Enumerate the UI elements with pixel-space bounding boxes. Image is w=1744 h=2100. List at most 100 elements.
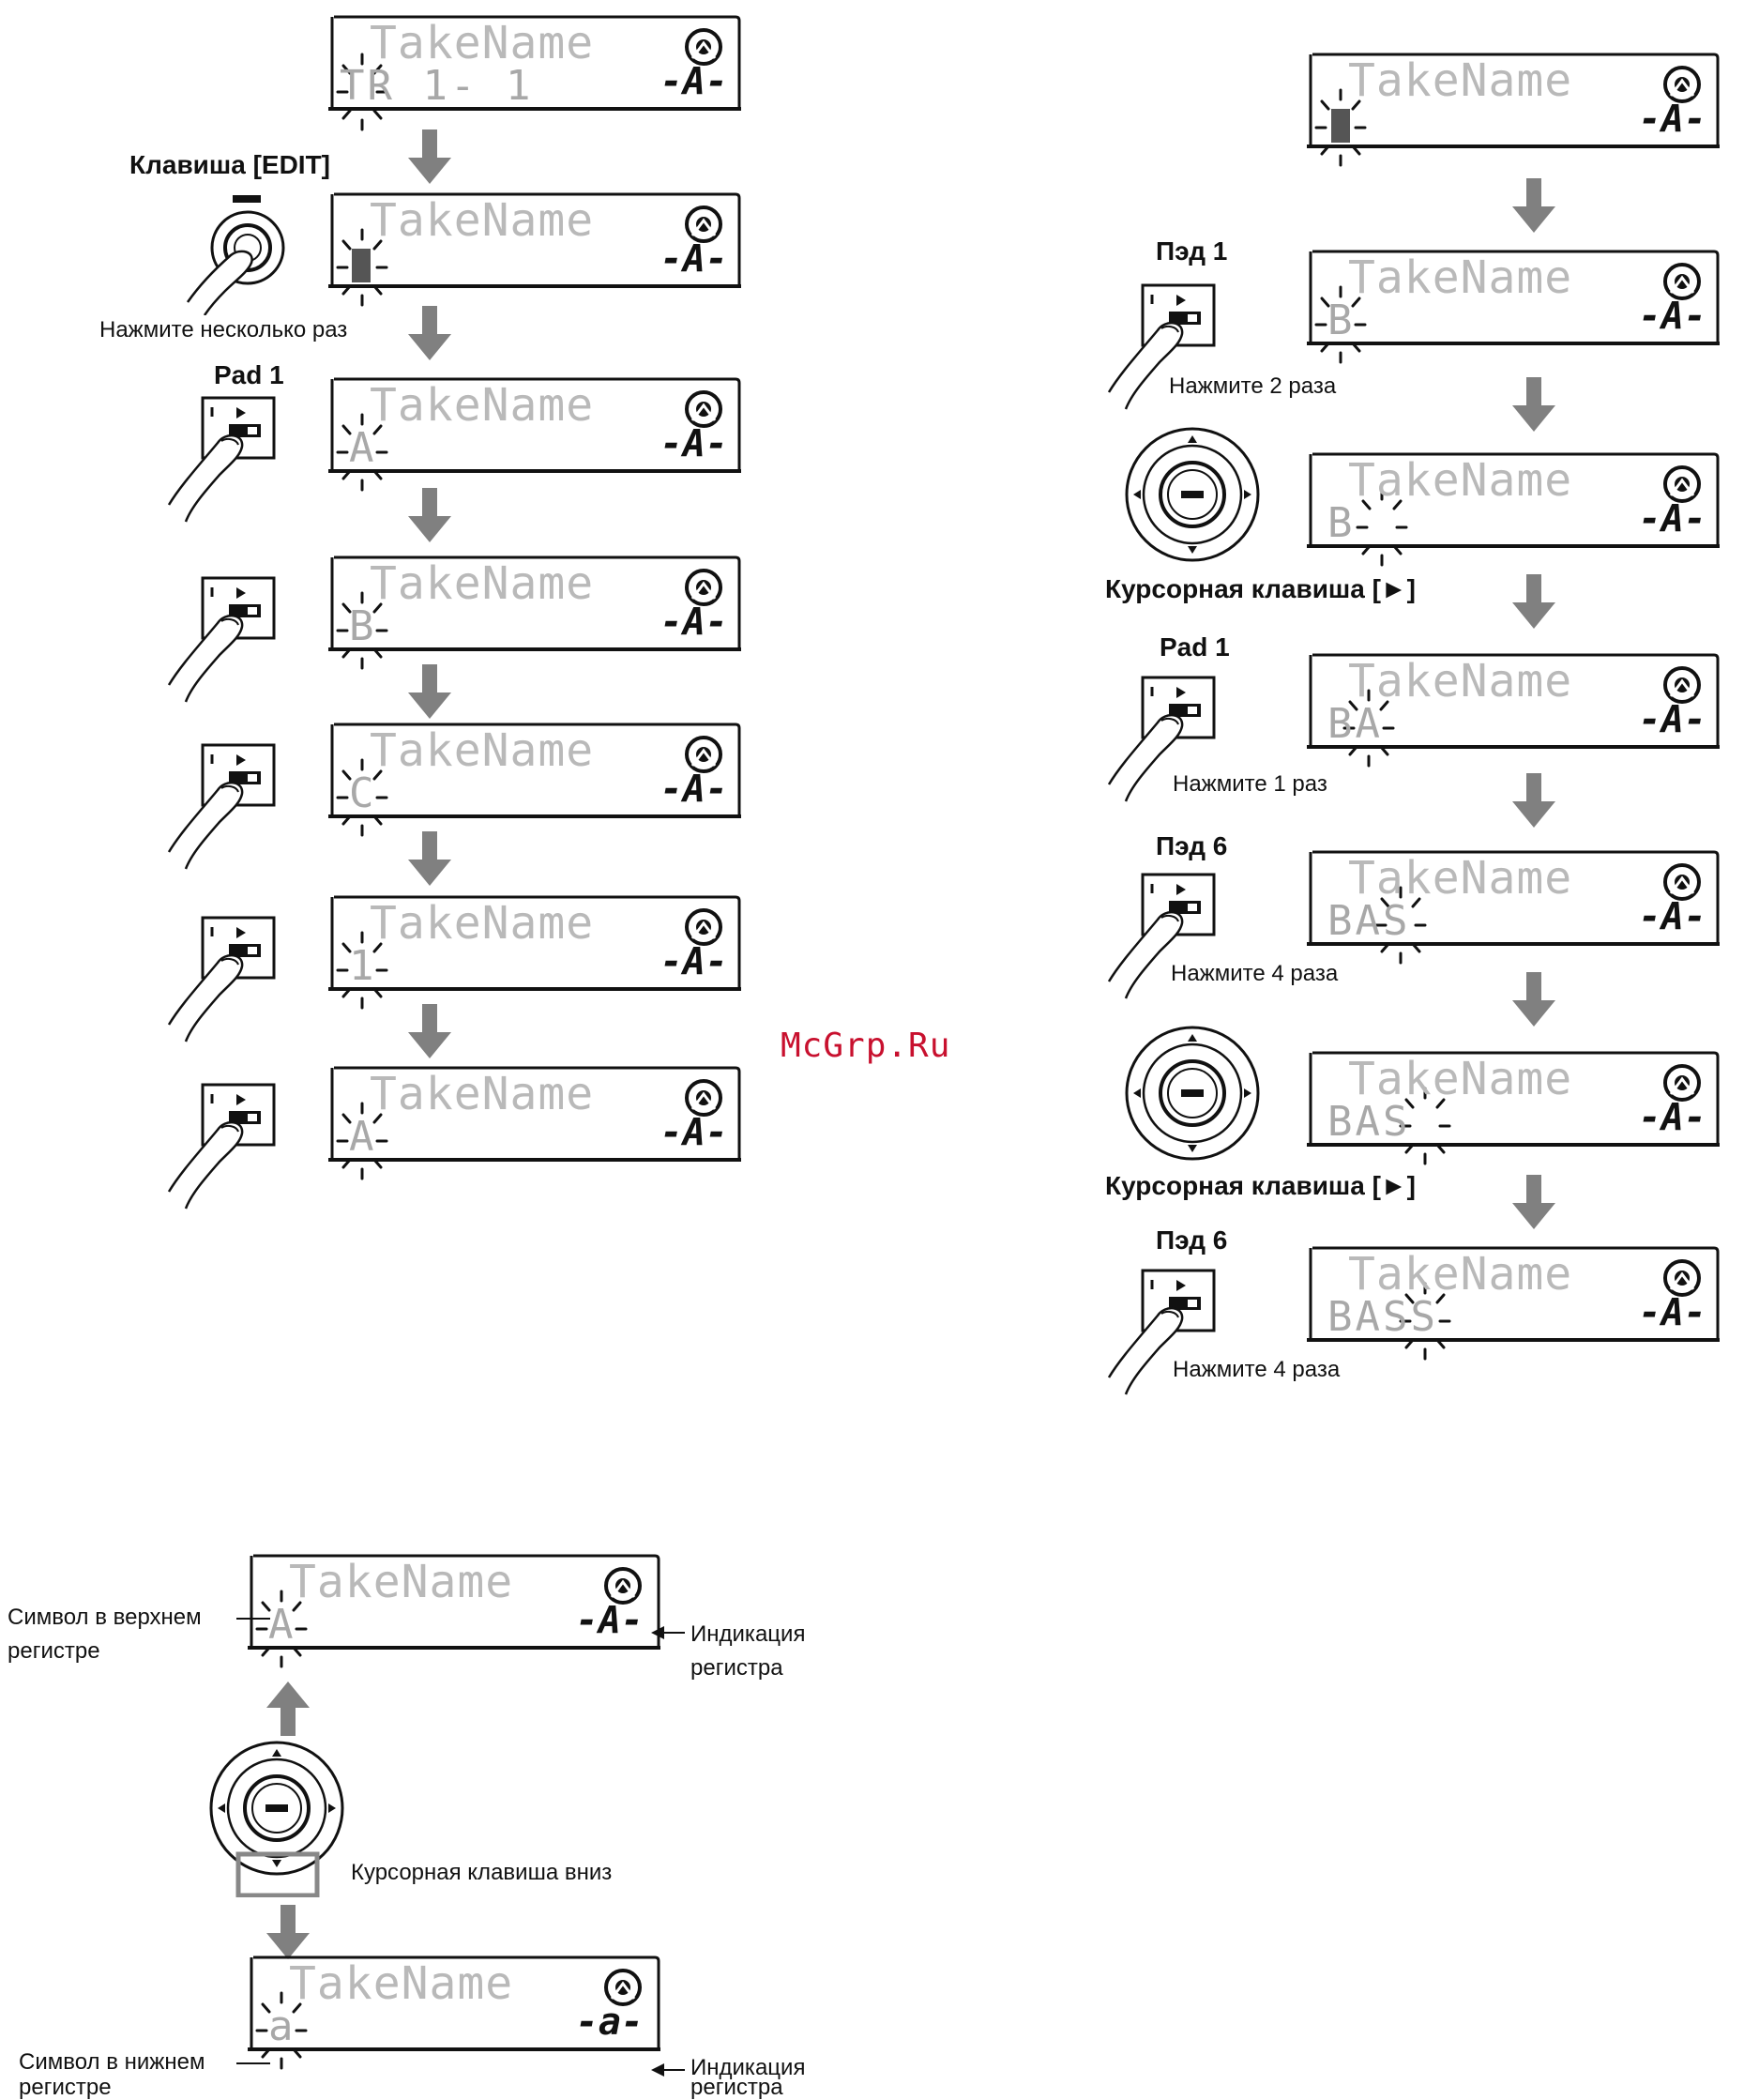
cursor-down-label: Курсорная клавиша вниз [351, 1860, 613, 1885]
lcd-title: TakeName [1348, 251, 1573, 304]
lcd-text: C [349, 769, 377, 817]
register-indicator: -A- [1638, 295, 1706, 338]
pad1-label: Pad 1 [214, 360, 284, 389]
register-label: Индикация [690, 2055, 806, 2080]
pad6-label: Пэд 6 [1156, 1225, 1228, 1255]
register-label: регистра [690, 1655, 783, 1681]
lcd-screen-left-5: TakeName C -A- [326, 723, 743, 837]
lcd-title: TakeName [1348, 54, 1573, 107]
lcd-screen-left-2: TakeName -A- [326, 192, 743, 307]
register-label: Индикация [690, 1621, 806, 1647]
cursor-key-icon [1125, 427, 1260, 562]
press-4-note: Нажмите 4 раза [1171, 961, 1339, 986]
lcd-title: TakeName [370, 557, 595, 610]
lcd-title: TakeName [370, 724, 595, 777]
lcd-screen-left-3: TakeName A -A- [326, 377, 743, 492]
press-4-note: Нажмите 4 раза [1173, 1357, 1341, 1382]
down-arrow-icon [408, 831, 451, 886]
down-arrow-icon [408, 488, 451, 542]
lcd-screen-left-4: TakeName B -A- [326, 555, 743, 670]
register-indicator: -A- [1638, 698, 1706, 741]
register-label: регистра [690, 2075, 783, 2100]
lcd-screen-left-1: TakeName TR 1- 1 -A- [326, 15, 743, 131]
arrow-left-icon [651, 2063, 685, 2077]
lcd-screen-right-4: TakeName BA -A- [1305, 653, 1721, 768]
lcd-title: TakeName [370, 1068, 595, 1120]
upper-symbol-label: регистре [8, 1638, 100, 1664]
lcd-screen-lower-case: TakeName a -a- [246, 1955, 662, 2070]
lower-symbol-label: Символ в нижнем [19, 2049, 205, 2075]
register-indicator: -A- [575, 1599, 644, 1642]
lcd-title: TakeName [1348, 655, 1573, 708]
pad6-label: Пэд 6 [1156, 831, 1228, 860]
register-indicator: -A- [1638, 1291, 1706, 1334]
pointer-line [236, 2062, 270, 2064]
lcd-title: TakeName [370, 194, 595, 247]
edit-key-icon [186, 195, 285, 315]
lcd-text: BASS [1327, 1293, 1438, 1341]
lcd-title: TakeName [289, 1556, 514, 1608]
lcd-text: TR 1- 1 [340, 62, 534, 110]
cursor-right-label: Курсорная клавиша [►] [1105, 1171, 1416, 1200]
down-arrow-icon [408, 129, 451, 184]
lcd-text: BA [1327, 700, 1383, 748]
lcd-title: TakeName [1348, 454, 1573, 507]
cursor-key-icon [209, 1741, 344, 1897]
register-indicator: -A- [1638, 98, 1706, 141]
lcd-screen-right-6: TakeName BAS -A- [1305, 1051, 1721, 1165]
register-indicator: -A- [660, 1111, 728, 1154]
lcd-title: TakeName [370, 17, 595, 69]
lcd-title: TakeName [1348, 1248, 1573, 1301]
lcd-screen-right-1: TakeName -A- [1305, 53, 1721, 167]
down-arrow-icon [1512, 178, 1555, 233]
lcd-text: B [1327, 297, 1356, 344]
register-indicator: -A- [660, 237, 728, 281]
lcd-screen-left-6: TakeName 1 -A- [326, 895, 743, 1010]
pad1-label-ru: Пэд 1 [1156, 236, 1228, 266]
register-indicator: -A- [660, 940, 728, 983]
register-indicator: -A- [660, 60, 728, 103]
pointer-line [236, 1618, 270, 1620]
down-arrow-icon [408, 664, 451, 719]
lcd-text: 1 [349, 942, 377, 990]
edit-key-label: Клавиша [EDIT] [129, 150, 330, 179]
lcd-text: A [268, 1601, 296, 1649]
lcd-title: TakeName [1348, 852, 1573, 905]
lcd-text: A [349, 1113, 377, 1161]
lcd-screen-right-3: TakeName B -A- [1305, 452, 1721, 567]
lcd-text: BAS [1327, 897, 1411, 945]
register-indicator: -A- [1638, 895, 1706, 938]
lcd-text: a [268, 2002, 296, 2050]
register-indicator: -A- [660, 768, 728, 811]
lcd-title: TakeName [370, 379, 595, 432]
pad-finger-icon [167, 916, 276, 1043]
lcd-text: A [349, 424, 377, 472]
pad-finger-icon [167, 743, 276, 871]
press-1-note: Нажмите 1 раз [1173, 771, 1327, 797]
register-indicator: -A- [660, 601, 728, 644]
down-arrow-icon [266, 1905, 310, 1959]
register-indicator: -A- [1638, 497, 1706, 540]
cursor-right-label: Курсорная клавиша [►] [1105, 574, 1416, 603]
lcd-title: TakeName [1348, 1053, 1573, 1105]
lcd-text: B [349, 602, 377, 650]
down-arrow-icon [1512, 377, 1555, 432]
down-arrow-icon [1512, 1175, 1555, 1229]
lcd-screen-right-5: TakeName BAS -A- [1305, 850, 1721, 965]
press-several-note: Нажмите несколько раз [99, 317, 348, 342]
register-indicator: -A- [1638, 1096, 1706, 1139]
up-arrow-icon [266, 1682, 310, 1736]
pad-finger-icon [167, 396, 276, 524]
lcd-title: TakeName [370, 897, 595, 950]
upper-symbol-label: Символ в верхнем [8, 1605, 202, 1630]
register-indicator: -a- [575, 2001, 644, 2044]
down-arrow-icon [1512, 574, 1555, 629]
down-arrow-icon [408, 1004, 451, 1058]
pad-finger-icon [167, 1083, 276, 1210]
register-indicator: -A- [660, 422, 728, 465]
watermark: McGrp.Ru [781, 1027, 951, 1065]
lower-symbol-label: регистре [19, 2075, 112, 2100]
lcd-screen-right-7: TakeName BASS -A- [1305, 1246, 1721, 1361]
lcd-screen-left-7: TakeName A -A- [326, 1066, 743, 1180]
down-arrow-icon [1512, 972, 1555, 1027]
